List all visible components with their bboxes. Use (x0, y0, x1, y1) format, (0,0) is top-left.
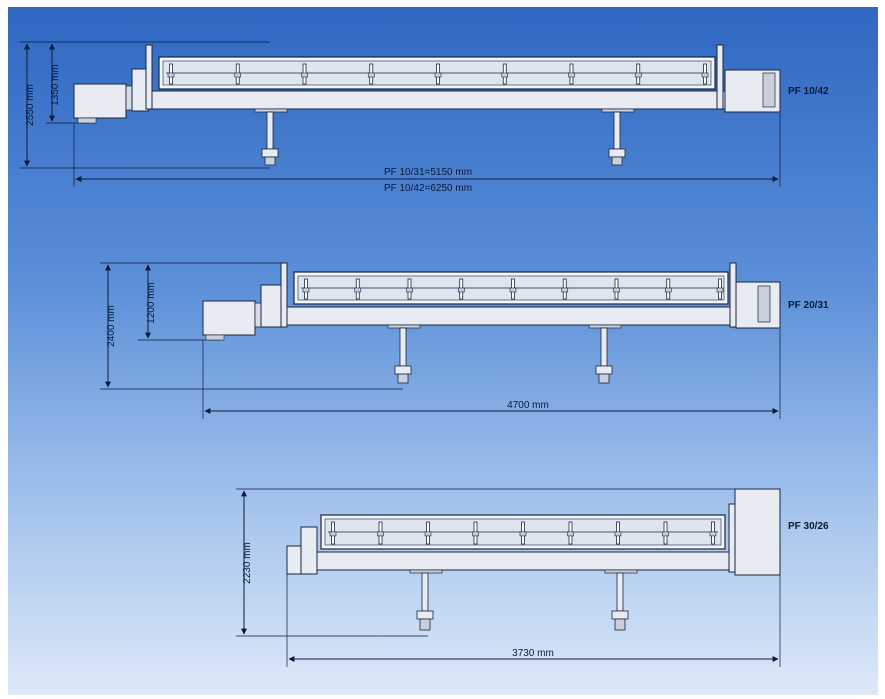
dim-length-label-1: 3730 mm (512, 648, 554, 659)
roller-clamp (434, 72, 442, 78)
main-beam (151, 90, 727, 110)
roller-clamp (167, 72, 175, 78)
roller-clamp (614, 531, 622, 537)
roller-clamp (613, 287, 620, 293)
main-beam (286, 306, 738, 326)
roller-clamp (716, 287, 724, 293)
dim-length-label-1: 4700 mm (507, 400, 549, 411)
motor-block (202, 300, 256, 336)
roller-clamp (302, 287, 310, 293)
roller-clamp (662, 531, 669, 537)
roller-clamp (509, 287, 517, 293)
roller-clamp (664, 287, 672, 293)
roller-clamp (561, 287, 569, 293)
support-leg (254, 108, 288, 166)
roller-clamp (519, 531, 527, 537)
dim-height-body-label: 1200 mm (146, 282, 157, 324)
roller-clamp (329, 531, 337, 537)
motor-block (286, 545, 302, 575)
dim-height-body-label: 1350 mm (50, 64, 61, 106)
main-beam (316, 551, 738, 571)
roller-clamp (424, 531, 432, 537)
roller-clamp (634, 72, 642, 78)
support-leg (588, 324, 622, 384)
roller-clamp (472, 531, 479, 537)
model-label: PF 20/31 (788, 300, 829, 311)
rollers (302, 278, 724, 300)
roller-clamp (709, 531, 717, 537)
control-cabinet (734, 488, 781, 576)
roller-clamp (568, 72, 575, 78)
machine-pf3026: 2230 mm 3730 mm PF 30/26 (236, 488, 829, 667)
support-leg (601, 108, 635, 166)
roller-clamp (457, 287, 465, 293)
roller-clamp (367, 72, 375, 78)
machines-diagram: 2550 mm 1350 mm (20, 41, 829, 667)
roller-clamp (701, 72, 709, 78)
dim-length-label-2: PF 10/42=6250 mm (384, 183, 472, 194)
dim-height-total-label: 2550 mm (25, 84, 36, 126)
drawing-canvas: 2550 mm 1350 mm (8, 7, 878, 695)
rollers (167, 63, 709, 85)
rollers (329, 521, 717, 545)
roller-clamp (301, 72, 308, 78)
machine-pf2031: 2400 mm 1200 mm 4700 mm (100, 262, 829, 419)
model-label: PF 10/42 (788, 86, 829, 97)
support-leg (409, 569, 443, 631)
roller-clamp (501, 72, 509, 78)
model-label: PF 30/26 (788, 521, 829, 532)
dim-length-label-1: PF 10/31=5150 mm (384, 167, 472, 178)
roller-clamp (234, 72, 242, 78)
motor-block (73, 83, 127, 119)
roller-clamp (354, 287, 362, 293)
dim-height-total-label: 2400 mm (106, 305, 117, 347)
support-leg (387, 324, 421, 384)
roller-clamp (377, 531, 384, 537)
roller-clamp (406, 287, 413, 293)
machine-pf1042: 2550 mm 1350 mm (20, 41, 829, 194)
support-leg (604, 569, 638, 631)
dim-height-total-label: 2230 mm (242, 542, 253, 584)
roller-clamp (567, 531, 574, 537)
